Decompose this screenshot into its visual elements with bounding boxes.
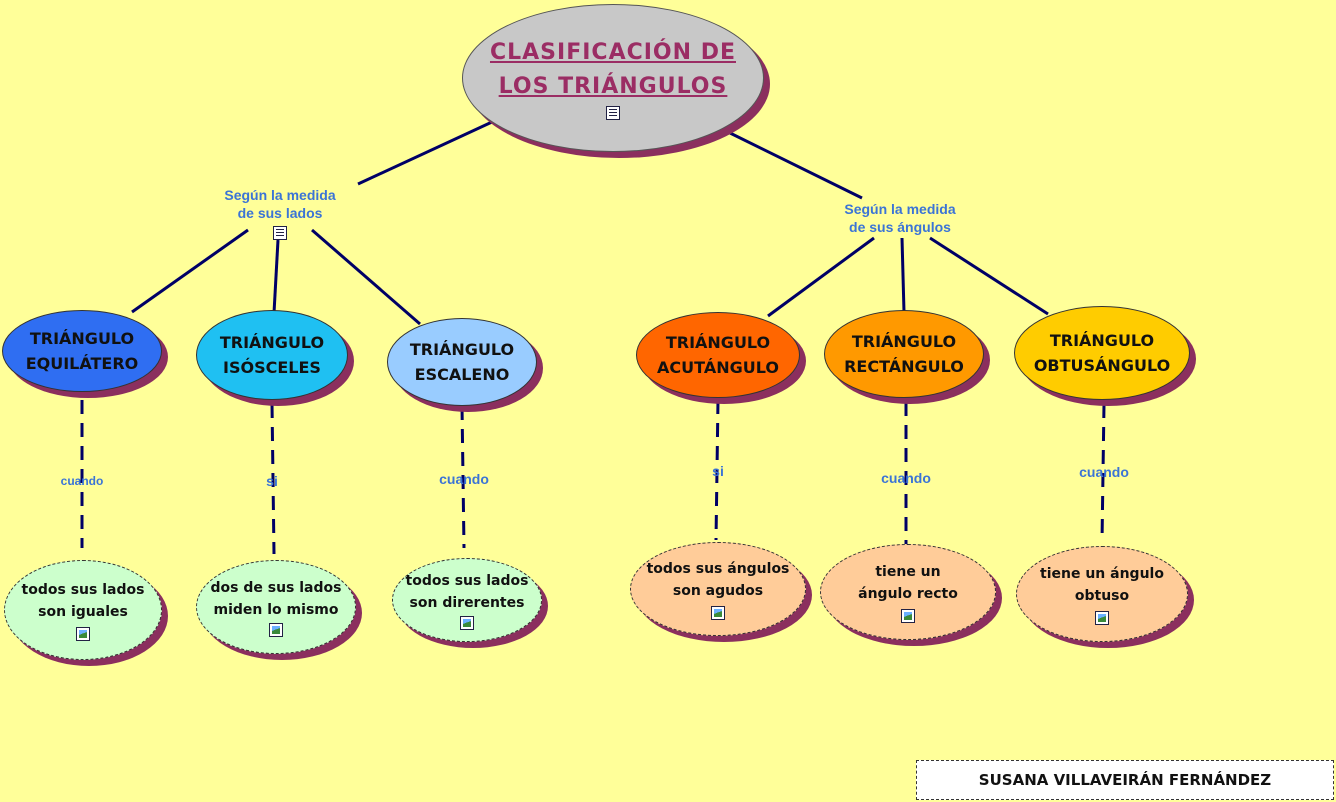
- desc-equilatero: todos sus lados son iguales: [4, 560, 162, 660]
- dash-isosceles: [270, 403, 276, 555]
- desc-rectangulo: tiene un ángulo recto: [820, 544, 996, 640]
- image-icon[interactable]: [901, 609, 915, 623]
- branch-label-angles: Según la medida de sus ángulos: [844, 201, 956, 235]
- dash-escaleno: [460, 405, 466, 549]
- link-word-obtusangulo: cuando: [1079, 464, 1129, 480]
- node-isosceles: TRIÁNGULO ISÓSCELES: [196, 310, 348, 400]
- node-obtusangulo: TRIÁNGULO OBTUSÁNGULO: [1014, 306, 1190, 400]
- author-box: SUSANA VILLAVEIRÁN FERNÁNDEZ: [916, 760, 1334, 800]
- link-word-rectangulo: cuando: [881, 470, 931, 486]
- link-word-isosceles: si: [266, 473, 278, 489]
- link-angles-acutangulo: [767, 236, 875, 318]
- desc-escaleno: todos sus lados son direrentes: [392, 558, 542, 642]
- node-acutangulo: TRIÁNGULO ACUTÁNGULO: [636, 312, 800, 398]
- link-angles-obtusangulo: [929, 236, 1049, 316]
- image-icon[interactable]: [269, 623, 283, 637]
- node-rectangulo: TRIÁNGULO RECTÁNGULO: [824, 310, 984, 398]
- link-sides-escaleno: [311, 228, 421, 326]
- desc-acutangulo: todos sus ángulos son agudos: [630, 542, 806, 636]
- document-icon[interactable]: [606, 106, 620, 120]
- title-line1: CLASIFICACIÓN DE: [489, 40, 736, 65]
- node-equilatero: TRIÁNGULO EQUILÁTERO: [2, 310, 162, 392]
- image-icon[interactable]: [1095, 611, 1109, 625]
- link-title-angles: [727, 130, 863, 200]
- link-word-acutangulo: si: [712, 463, 724, 479]
- link-angles-rectangulo: [900, 237, 906, 313]
- desc-isosceles: dos de sus lados miden lo mismo: [196, 560, 356, 654]
- branch-label-sides: Según la medida de sus lados: [224, 187, 336, 221]
- title-line2: LOS TRIÁNGULOS: [498, 74, 728, 99]
- image-icon[interactable]: [76, 627, 90, 641]
- dash-acutangulo: [714, 399, 720, 541]
- image-icon[interactable]: [460, 616, 474, 630]
- image-icon[interactable]: [711, 606, 725, 620]
- document-icon[interactable]: [273, 226, 287, 240]
- node-escaleno: TRIÁNGULO ESCALENO: [387, 318, 537, 406]
- link-word-equilatero: cuando: [60, 474, 104, 488]
- dash-obtusangulo: [1100, 403, 1106, 543]
- link-word-escaleno: cuando: [439, 471, 489, 487]
- title-node: CLASIFICACIÓN DE LOS TRIÁNGULOS: [462, 4, 764, 152]
- link-sides-equilatero: [131, 228, 249, 314]
- desc-obtusangulo: tiene un ángulo obtuso: [1016, 546, 1188, 642]
- link-title-sides: [357, 120, 493, 186]
- link-sides-isosceles: [272, 239, 280, 314]
